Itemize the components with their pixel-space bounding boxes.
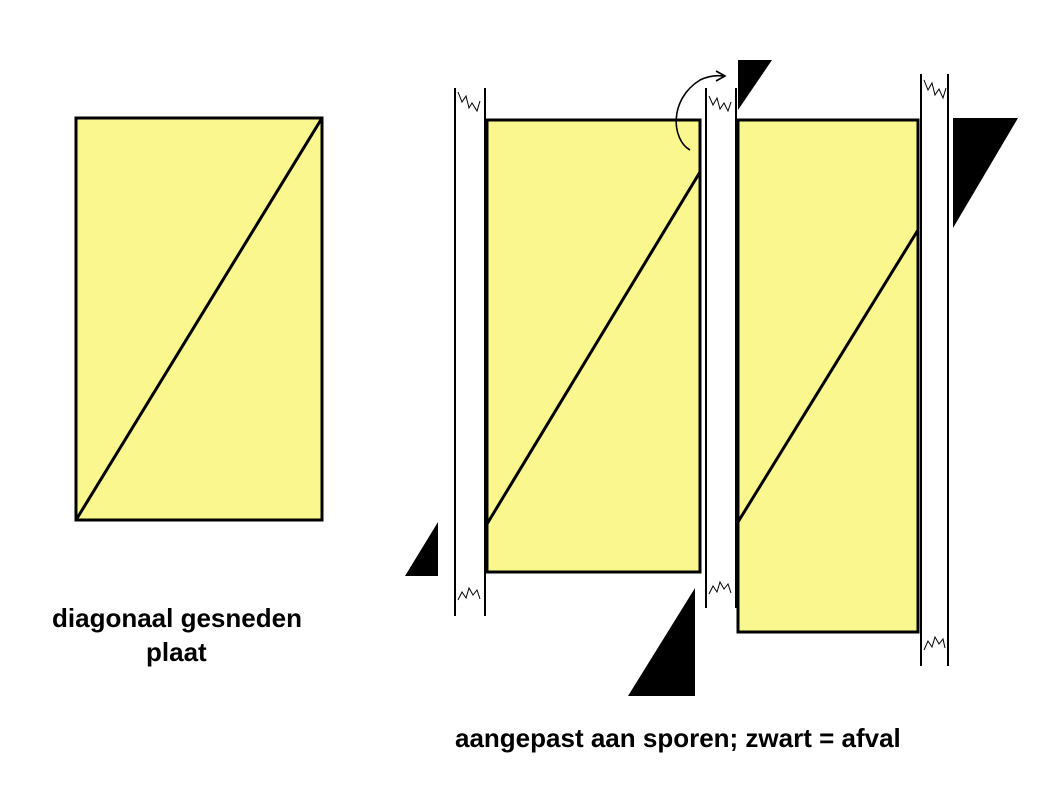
move-arrow	[675, 70, 727, 151]
original-plate	[74, 116, 324, 522]
rafter-3	[920, 74, 949, 666]
plate-piece-1	[485, 118, 702, 574]
waste-triangle-top	[738, 60, 772, 110]
diagonal-cut-line	[485, 171, 702, 525]
waste-triangle-bottom	[628, 588, 695, 696]
waste-triangle-left	[405, 522, 438, 576]
caption-diagonal-cut-line2: plaat	[146, 637, 207, 667]
caption-diagonal-cut-line1: diagonaal gesneden	[52, 603, 302, 633]
caption-adapted-to-rafters: aangepast aan sporen; zwart = afval	[455, 723, 901, 753]
rafter-1	[454, 88, 486, 616]
plate-piece-2	[736, 118, 920, 634]
diagonal-cut-line	[736, 229, 920, 523]
diagonal-cut-line	[74, 117, 324, 521]
rafter-2	[705, 88, 737, 608]
waste-triangle-right	[953, 118, 1018, 228]
